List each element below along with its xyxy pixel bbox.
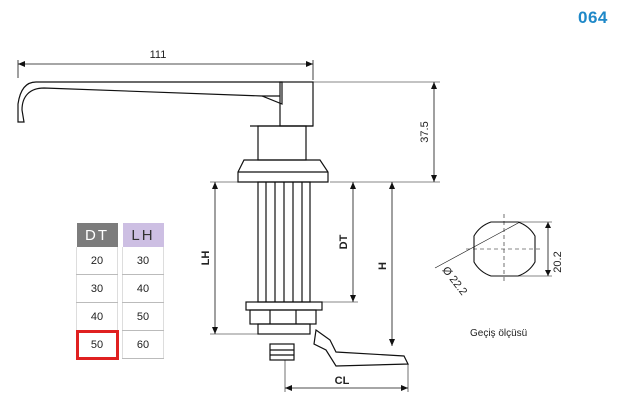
- dim-cl: CL: [335, 375, 350, 387]
- product-code: 064: [578, 8, 608, 27]
- dim-dt: DT: [338, 234, 350, 249]
- dim-20-2: 20.2: [552, 251, 564, 272]
- cam: [313, 328, 409, 367]
- washer: [245, 301, 323, 311]
- handle-neck: [257, 125, 307, 161]
- nut: [249, 309, 317, 325]
- handle-lever: [17, 81, 283, 123]
- lh-cell: 40: [122, 274, 164, 303]
- dt-cell: 30: [76, 274, 118, 303]
- screw: [269, 343, 295, 361]
- dt-header: DT: [76, 223, 118, 247]
- dt-cell: 40: [76, 302, 118, 331]
- dt-cell: 20: [76, 247, 118, 275]
- lh-cell: 50: [122, 302, 164, 331]
- lh-cell: 60: [122, 330, 164, 359]
- cutout-shape: [434, 214, 552, 284]
- dim-lh: LH: [200, 251, 212, 266]
- handle-boss: [279, 81, 314, 127]
- dt-table: DT 20 30 40 50: [75, 223, 119, 360]
- flange: [237, 159, 329, 183]
- cutout-caption: Geçiş ölçüsü: [470, 328, 528, 339]
- lh-header: LH: [122, 223, 164, 247]
- dim-37-5: 37.5: [419, 121, 431, 142]
- dt-cell-highlighted: 50: [75, 329, 119, 360]
- dim-h: H: [377, 262, 389, 270]
- dim-111: 111: [150, 49, 167, 61]
- dim-22-2: Ø 22.2: [439, 264, 469, 297]
- lh-cell: 30: [122, 247, 164, 275]
- lh-table: LH 30 40 50 60: [122, 223, 164, 359]
